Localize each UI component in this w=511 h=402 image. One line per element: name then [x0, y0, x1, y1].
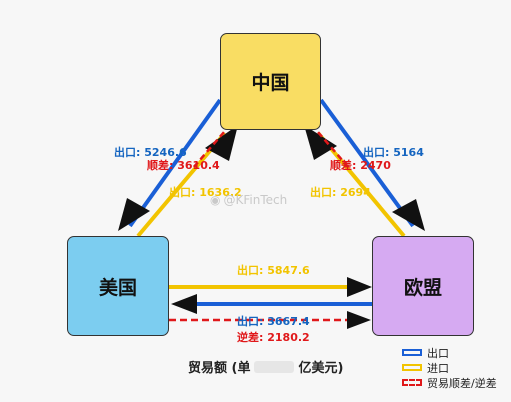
- legend-export-label: 出口: [427, 346, 449, 360]
- watermark-text: @KFinTech: [223, 193, 288, 207]
- eu-us-import-label: 出口: 3667.4: [237, 315, 310, 328]
- us-china-import-arrowhead: [205, 125, 238, 161]
- china-us-export-line: [128, 98, 222, 228]
- china-us-export-arrowhead: [118, 198, 150, 231]
- us-eu-deficit-arrowhead: [347, 311, 371, 329]
- china-eu-export-label: 出口: 5164: [363, 146, 424, 159]
- node-eu: 欧盟: [372, 236, 474, 336]
- node-china: 中国: [220, 33, 321, 130]
- caption-right: 亿美元): [298, 361, 344, 376]
- eu-china-import-label: 出口: 2694: [310, 186, 371, 199]
- eu-us-import-arrowhead: [171, 294, 197, 314]
- china-eu-export-line: [319, 98, 415, 228]
- legend-import-swatch: [402, 364, 422, 371]
- china-us-export-label: 出口: 5246.6: [114, 146, 187, 159]
- us-eu-deficit-label: 逆差: 2180.2: [237, 331, 310, 344]
- weibo-icon: ◉: [210, 193, 221, 207]
- blurred-region: [254, 360, 295, 373]
- china-eu-surplus-label: 顺差: 2470: [330, 159, 391, 172]
- caption: 贸易额 (单 亿美元): [188, 357, 343, 376]
- legend-item-export: 出口: [402, 345, 497, 360]
- watermark: ◉ @KFinTech: [210, 193, 287, 207]
- eu-china-import-arrowhead: [304, 125, 337, 160]
- china-eu-export-arrowhead: [392, 199, 425, 231]
- legend-export-swatch: [402, 349, 422, 356]
- legend-balance-swatch: [402, 379, 422, 386]
- legend-balance-label: 贸易顺差/逆差: [427, 376, 497, 390]
- legend-item-import: 进口: [402, 360, 497, 375]
- china-us-surplus-label: 顺差: 3610.4: [147, 159, 220, 172]
- caption-left: 贸易额 (单: [188, 361, 251, 376]
- legend-item-balance: 贸易顺差/逆差: [402, 375, 497, 390]
- legend: 出口 进口 贸易顺差/逆差: [402, 345, 497, 390]
- us-eu-export-arrowhead: [347, 277, 372, 297]
- us-china-import-label: 出口: 1636.2: [169, 186, 242, 199]
- node-us: 美国: [67, 236, 169, 336]
- us-eu-export-label: 出口: 5847.6: [237, 264, 310, 277]
- legend-import-label: 进口: [427, 361, 449, 375]
